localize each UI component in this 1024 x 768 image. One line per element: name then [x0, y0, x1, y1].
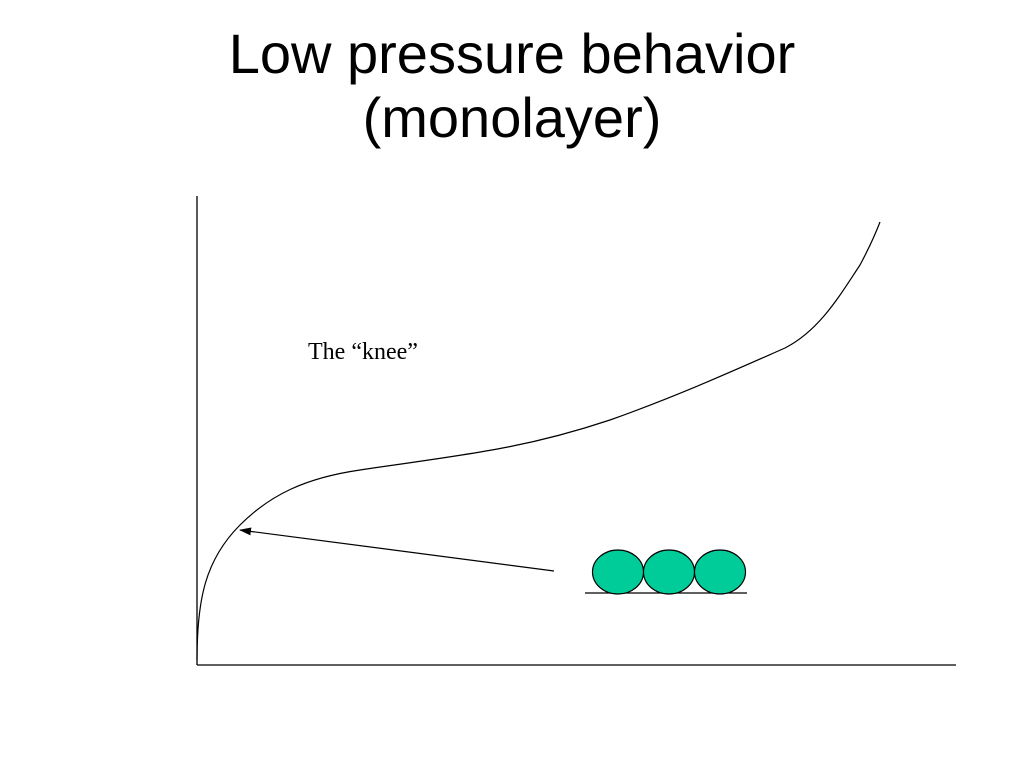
slide-title: Low pressure behavior (monolayer) [0, 22, 1024, 150]
knee-label: The “knee” [308, 339, 418, 365]
isotherm-curve [196, 221, 881, 661]
title-line-1: Low pressure behavior [228, 22, 796, 85]
adsorbed-molecules [591, 549, 747, 595]
title-line-2: (monolayer) [362, 86, 662, 149]
molecule [642, 549, 696, 595]
molecule [693, 549, 747, 595]
molecule [591, 549, 645, 595]
knee-arrow [239, 527, 555, 572]
